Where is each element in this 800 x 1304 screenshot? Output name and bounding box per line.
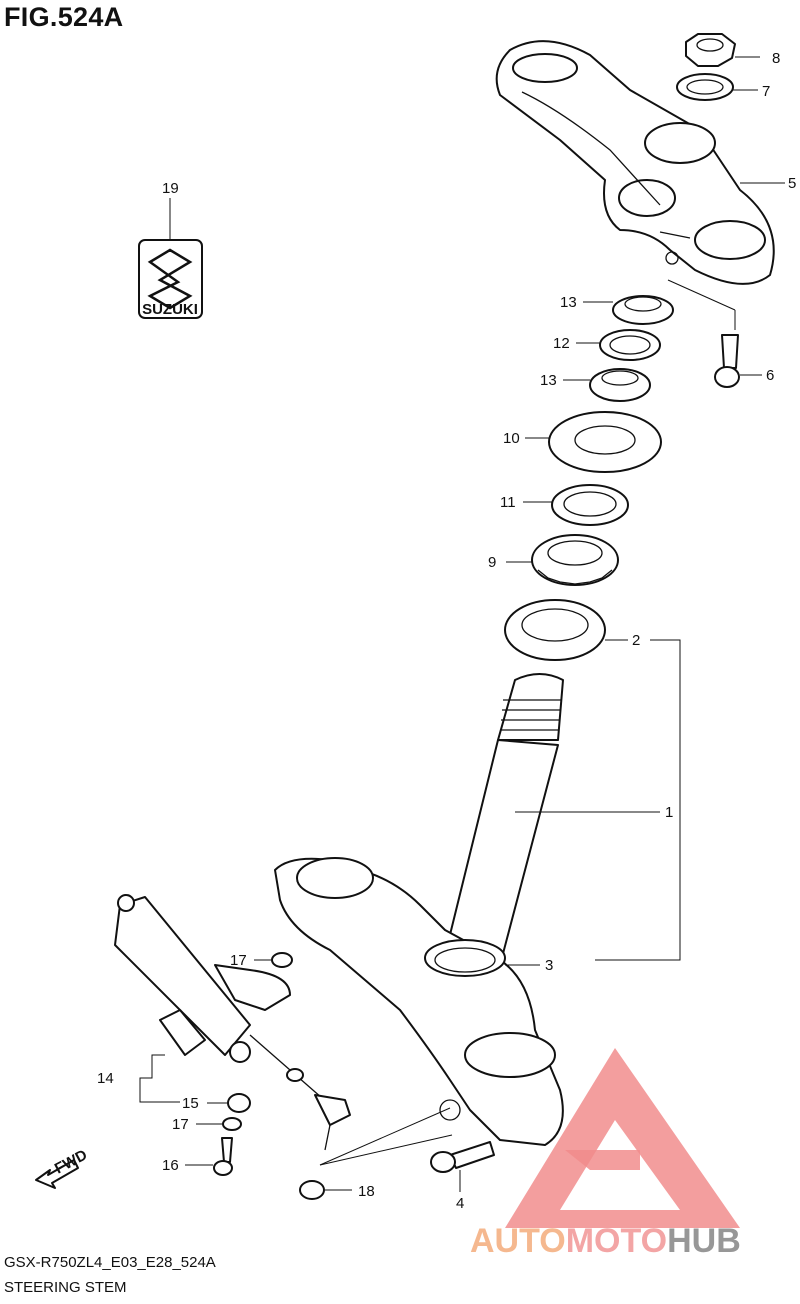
part-19-emblem: SUZUKI	[138, 198, 203, 319]
part-7-washer	[676, 73, 758, 101]
watermark-triangle	[505, 1048, 740, 1228]
part-17-upper-washer	[254, 952, 293, 968]
part-8-top-nut	[685, 33, 760, 67]
callout-13-upper: 13	[560, 294, 577, 311]
part-3-seal	[434, 947, 540, 973]
callout-4: 4	[456, 1195, 464, 1212]
part-13-upper-nut	[583, 295, 674, 325]
assembly-name: STEERING STEM	[4, 1279, 127, 1296]
callout-19: 19	[162, 180, 179, 197]
part-16-bolt	[185, 1137, 233, 1176]
suzuki-s-icon	[147, 248, 193, 310]
callout-7: 7	[762, 83, 770, 100]
emblem-text: SUZUKI	[142, 301, 198, 318]
watermark-logo: AUTOMOTOHUB	[470, 1048, 741, 1260]
part-14-steering-damper	[114, 894, 351, 1151]
model-code: GSX-R750ZL4_E03_E28_524A	[4, 1254, 216, 1271]
callout-13-lower: 13	[540, 372, 557, 389]
callout-18: 18	[358, 1183, 375, 1200]
watermark-text-auto: AUTO	[470, 1222, 566, 1260]
callout-10: 10	[503, 430, 520, 447]
part-4-bolt	[430, 1141, 495, 1192]
figure-title: FIG.524A	[4, 2, 124, 32]
callout-15: 15	[182, 1095, 199, 1112]
callout-labels: 1 2 3 4 5 6 7 8 9 10 11 12 13 13 14 15 1…	[97, 50, 796, 1212]
part-1-steering-stem	[274, 673, 660, 1146]
callout-5: 5	[788, 175, 796, 192]
callout-6: 6	[766, 367, 774, 384]
part-2-race	[504, 599, 681, 961]
part-12-lock-washer	[576, 329, 661, 361]
part-13-lower-nut	[563, 368, 651, 402]
callout-12: 12	[553, 335, 570, 352]
part-10-dust-seal	[525, 411, 662, 473]
part-15-collar	[207, 1093, 251, 1113]
callout-8: 8	[772, 50, 780, 67]
fwd-arrow: FWD	[35, 1146, 90, 1189]
callout-16: 16	[162, 1157, 179, 1174]
callout-11: 11	[500, 494, 516, 511]
callout-1: 1	[665, 804, 673, 821]
callout-9: 9	[488, 554, 496, 571]
callout-14: 14	[97, 1070, 114, 1087]
callout-2: 2	[632, 632, 640, 649]
part-17-lower-washer	[196, 1117, 242, 1131]
part-9-bearing	[506, 534, 619, 586]
watermark-text-moto: MOTO	[566, 1222, 667, 1260]
part-18-nut	[299, 1107, 453, 1200]
part-6-bolt	[667, 279, 762, 388]
part-5-upper-bracket	[495, 40, 785, 285]
callout-17-upper: 17	[230, 952, 247, 969]
part-11-seal	[523, 484, 629, 526]
watermark-text-hub: HUB	[667, 1222, 741, 1260]
watermark-auto: AUTOMOTOHUB	[470, 1222, 741, 1260]
callout-3: 3	[545, 957, 553, 974]
callout-17-lower: 17	[172, 1116, 189, 1133]
